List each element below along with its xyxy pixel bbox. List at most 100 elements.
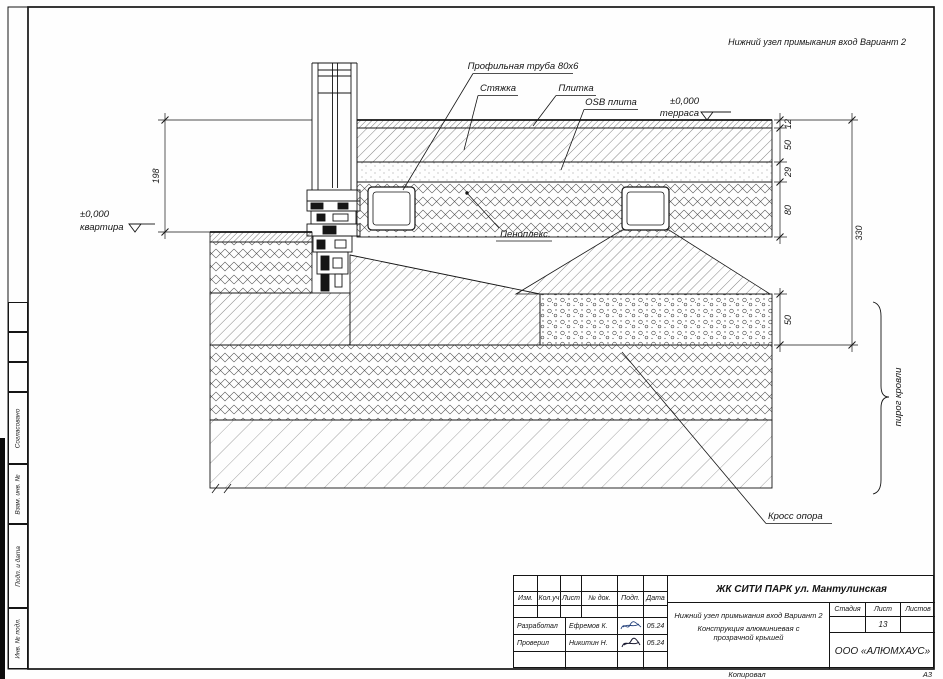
tb-cell bbox=[538, 576, 561, 592]
apartment-floor-buildup bbox=[209, 231, 313, 294]
tb-col-izm: Изм. bbox=[514, 592, 538, 606]
callout-penoplex bbox=[465, 191, 552, 242]
tb-cell bbox=[514, 606, 538, 618]
dim-50-bottom: 50 bbox=[783, 315, 793, 325]
tb-col-list: Лист bbox=[561, 592, 582, 606]
tb-name-checked: Никитин Н. bbox=[566, 635, 618, 652]
tb-sheet-value: 13 bbox=[866, 617, 901, 633]
roof-insulation-layer bbox=[209, 344, 773, 421]
level-apartment-value: ±0,000 bbox=[80, 209, 110, 220]
tb-doc-title-line3: прозрачной крышей bbox=[713, 633, 784, 642]
side-stamp-cell-empty-2 bbox=[8, 332, 28, 362]
tb-col-dok: № док. bbox=[582, 592, 618, 606]
title-block: Изм. Кол.уч Лист № док. Подп. Дата Разра… bbox=[513, 575, 935, 669]
terrace-floor-buildup bbox=[356, 119, 773, 238]
tb-cell bbox=[582, 606, 618, 618]
tb-sheets-value bbox=[901, 617, 935, 633]
penoplex-label: Пеноплекс bbox=[500, 229, 548, 240]
dim-12: 12 bbox=[783, 119, 793, 129]
apartment-slab-step bbox=[209, 292, 351, 346]
roof-base-layer bbox=[209, 419, 773, 489]
profile-tube-label: Профильная труба 80x6 bbox=[468, 61, 580, 72]
side-stamp-cell-empty-3 bbox=[8, 362, 28, 392]
screed-label: Стяжка bbox=[480, 83, 516, 94]
side-stamp-cell-agreed: Согласовано bbox=[8, 392, 28, 464]
tb-cell bbox=[618, 652, 644, 669]
side-stamp-cell-inv-original: Инв. № подл. bbox=[8, 608, 28, 669]
level-mark-apartment bbox=[128, 223, 155, 233]
replace-inv-label: Взам. инв. № bbox=[14, 473, 22, 515]
tb-stage-label: Стадия bbox=[830, 603, 866, 617]
inv-original-label: Инв. № подл. bbox=[14, 618, 22, 659]
dim-80: 80 bbox=[783, 205, 793, 215]
gravel-layer bbox=[539, 293, 773, 346]
side-stamp-cell-replace-inv: Взам. инв. № bbox=[8, 464, 28, 524]
dim-198-chain bbox=[158, 113, 312, 239]
level-terrace-name: терраса bbox=[660, 108, 699, 119]
tb-cell bbox=[561, 606, 582, 618]
tb-name-developed: Ефремов К. bbox=[566, 618, 618, 635]
format-label: А3 bbox=[922, 670, 932, 679]
tb-stage-value bbox=[830, 617, 866, 633]
threshold-profile bbox=[306, 189, 361, 292]
callout-tile bbox=[532, 95, 596, 127]
slope-screed-wedge bbox=[349, 254, 541, 346]
osb-label: OSB плита bbox=[585, 97, 637, 108]
tb-cell bbox=[644, 606, 668, 618]
signature-checked bbox=[621, 637, 640, 648]
sheet-note: Нижний узел примыкания вход Вариант 2 bbox=[728, 37, 906, 47]
dim-50-top: 50 bbox=[783, 140, 793, 150]
callout-screed bbox=[463, 95, 518, 151]
callout-osb bbox=[560, 109, 638, 171]
level-apartment-name: квартира bbox=[80, 222, 124, 233]
tb-col-podp: Подп. bbox=[618, 592, 644, 606]
tb-cell bbox=[644, 576, 668, 592]
tb-col-data: Дата bbox=[644, 592, 668, 606]
tb-doc-title-line1: Нижний узел примыкания вход Вариант 2 bbox=[674, 611, 823, 620]
scan-edge-artifact bbox=[0, 438, 5, 679]
side-stamp-cell-empty-1 bbox=[8, 302, 28, 332]
tb-sig-checked bbox=[618, 635, 644, 652]
support-pedestal bbox=[514, 229, 772, 295]
break-marks bbox=[211, 483, 232, 494]
dim-29: 29 bbox=[783, 167, 793, 178]
tile-label: Плитка bbox=[558, 83, 593, 94]
tb-cell bbox=[514, 652, 566, 669]
window-mullion bbox=[311, 62, 358, 190]
dim-chain-right-inner bbox=[774, 113, 858, 244]
dim-198: 198 bbox=[151, 168, 161, 183]
tb-company: ООО «АЛЮМХАУС» bbox=[834, 645, 931, 657]
tb-sig-developed bbox=[618, 618, 644, 635]
profile-tube-right bbox=[621, 186, 670, 231]
tb-project-name: ЖК СИТИ ПАРК ул. Мантулинская bbox=[668, 576, 935, 603]
tb-cell bbox=[566, 652, 618, 669]
tb-cell bbox=[538, 606, 561, 618]
copied-label: Копировал bbox=[728, 670, 766, 679]
sign-date-label: Подп. и дата bbox=[14, 545, 22, 587]
tb-doc-title: Нижний узел примыкания вход Вариант 2 Ко… bbox=[668, 603, 830, 669]
tb-doc-title-line2: Конструкция алюминиевая с bbox=[697, 624, 800, 633]
tb-role-developed: Разработал bbox=[514, 618, 566, 635]
roof-stack-label: пирог кровли bbox=[893, 367, 904, 426]
cross-support-label: Кросс опора bbox=[768, 511, 823, 522]
dim-330-chain bbox=[848, 113, 856, 352]
tb-cell bbox=[618, 606, 644, 618]
tb-sheet-label: Лист bbox=[866, 603, 901, 617]
tb-cell bbox=[582, 576, 618, 592]
tb-cell bbox=[514, 576, 538, 592]
callout-profile-tube bbox=[402, 73, 573, 191]
roof-stack-brace bbox=[872, 301, 890, 495]
tb-cell bbox=[561, 576, 582, 592]
dim-330: 330 bbox=[854, 225, 864, 240]
dim-gravel bbox=[774, 288, 858, 352]
tb-cell bbox=[618, 576, 644, 592]
tb-date-checked: 05.24 bbox=[644, 635, 668, 652]
callout-cross-support bbox=[621, 351, 832, 524]
tb-col-koluch: Кол.уч bbox=[538, 592, 561, 606]
tb-sheets-label: Листов bbox=[901, 603, 935, 617]
agreed-label: Согласовано bbox=[14, 408, 22, 448]
side-stamp-cell-sign-date: Подп. и дата bbox=[8, 524, 28, 608]
tb-role-checked: Проверил bbox=[514, 635, 566, 652]
profile-tube-left bbox=[367, 186, 416, 231]
